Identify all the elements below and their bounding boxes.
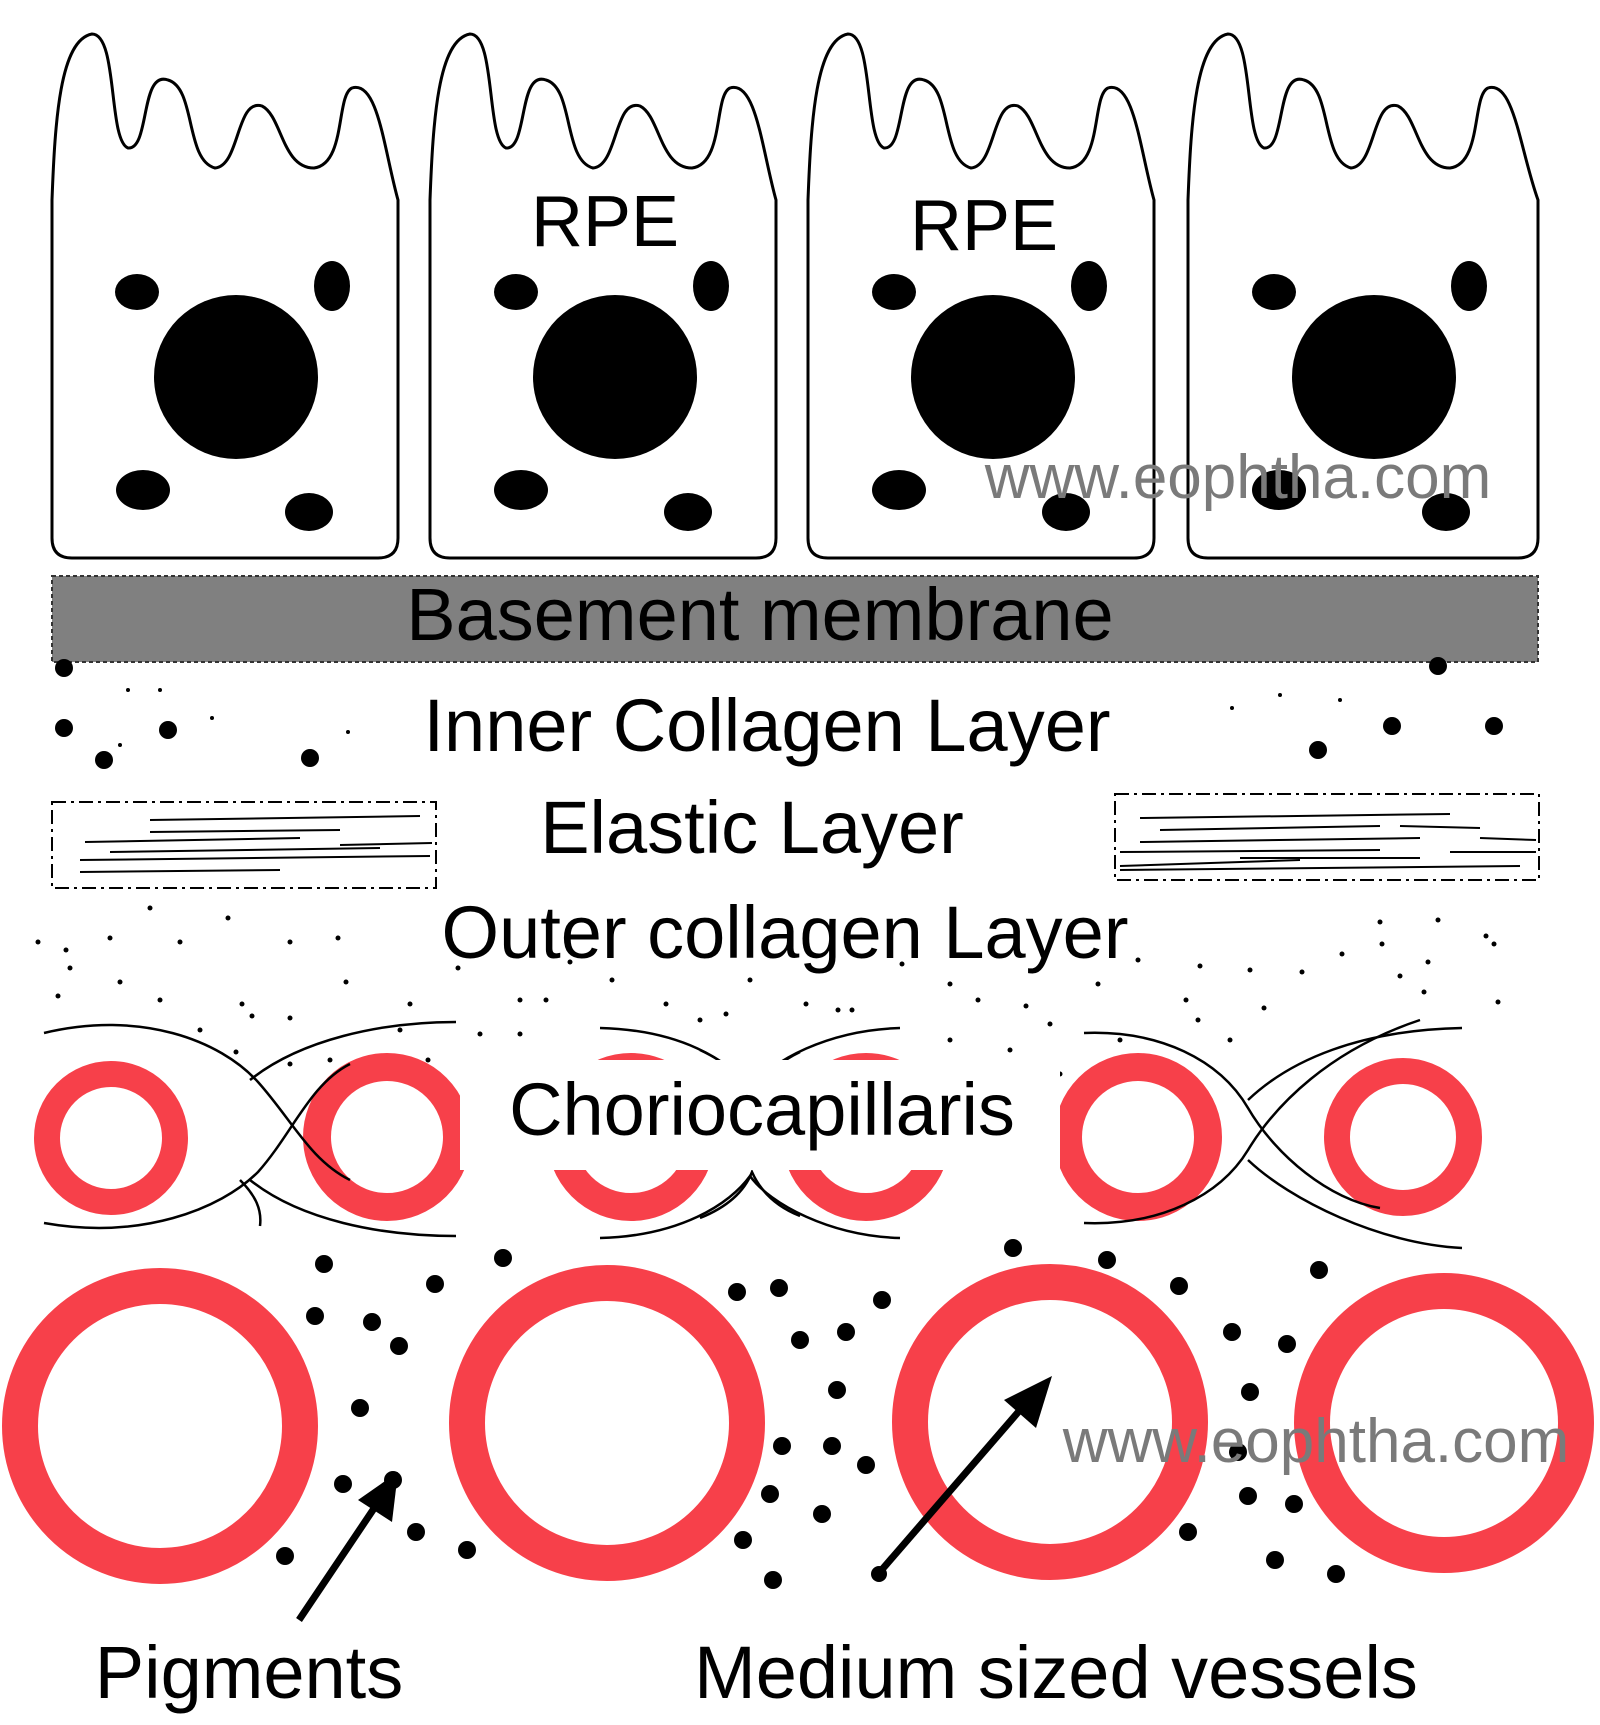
watermark-top: www.eophtha.com <box>984 443 1492 512</box>
elastic-fibers-right <box>1114 793 1540 881</box>
pigment-granules <box>276 1239 1345 1589</box>
rpe-cell-2 <box>428 32 778 560</box>
rpe-cell-4 <box>1186 32 1540 560</box>
outer-collagen-label: Outer collagen Layer <box>442 891 1129 974</box>
medium-vessels <box>2 1264 1594 1584</box>
rpe-label-1: RPE <box>531 182 679 262</box>
outer-collagen-stipple <box>35 905 1501 1077</box>
watermark-bottom: www.eophtha.com <box>1062 1407 1570 1476</box>
choriocapillaris-label: Choriocapillaris <box>509 1068 1015 1151</box>
inner-collagen-label: Inner Collagen Layer <box>424 684 1111 767</box>
rpe-label-2: RPE <box>910 186 1058 266</box>
elastic-layer-label: Elastic Layer <box>540 786 964 869</box>
rpe-cell-1 <box>50 32 400 560</box>
vessels-arrow <box>871 1376 1052 1582</box>
choriocapillaris-label-bg <box>460 1060 1060 1170</box>
pigments-label: Pigments <box>95 1631 403 1714</box>
inner-collagen-fibers <box>55 657 1503 769</box>
elastic-fibers-left <box>51 801 437 889</box>
medium-vessels-label: Medium sized vessels <box>694 1631 1418 1714</box>
basement-membrane-label: Basement membrane <box>406 573 1113 656</box>
rpe-cell-3 <box>806 32 1156 560</box>
pigments-arrow <box>296 1472 398 1622</box>
basement-membrane-band <box>51 575 1539 663</box>
